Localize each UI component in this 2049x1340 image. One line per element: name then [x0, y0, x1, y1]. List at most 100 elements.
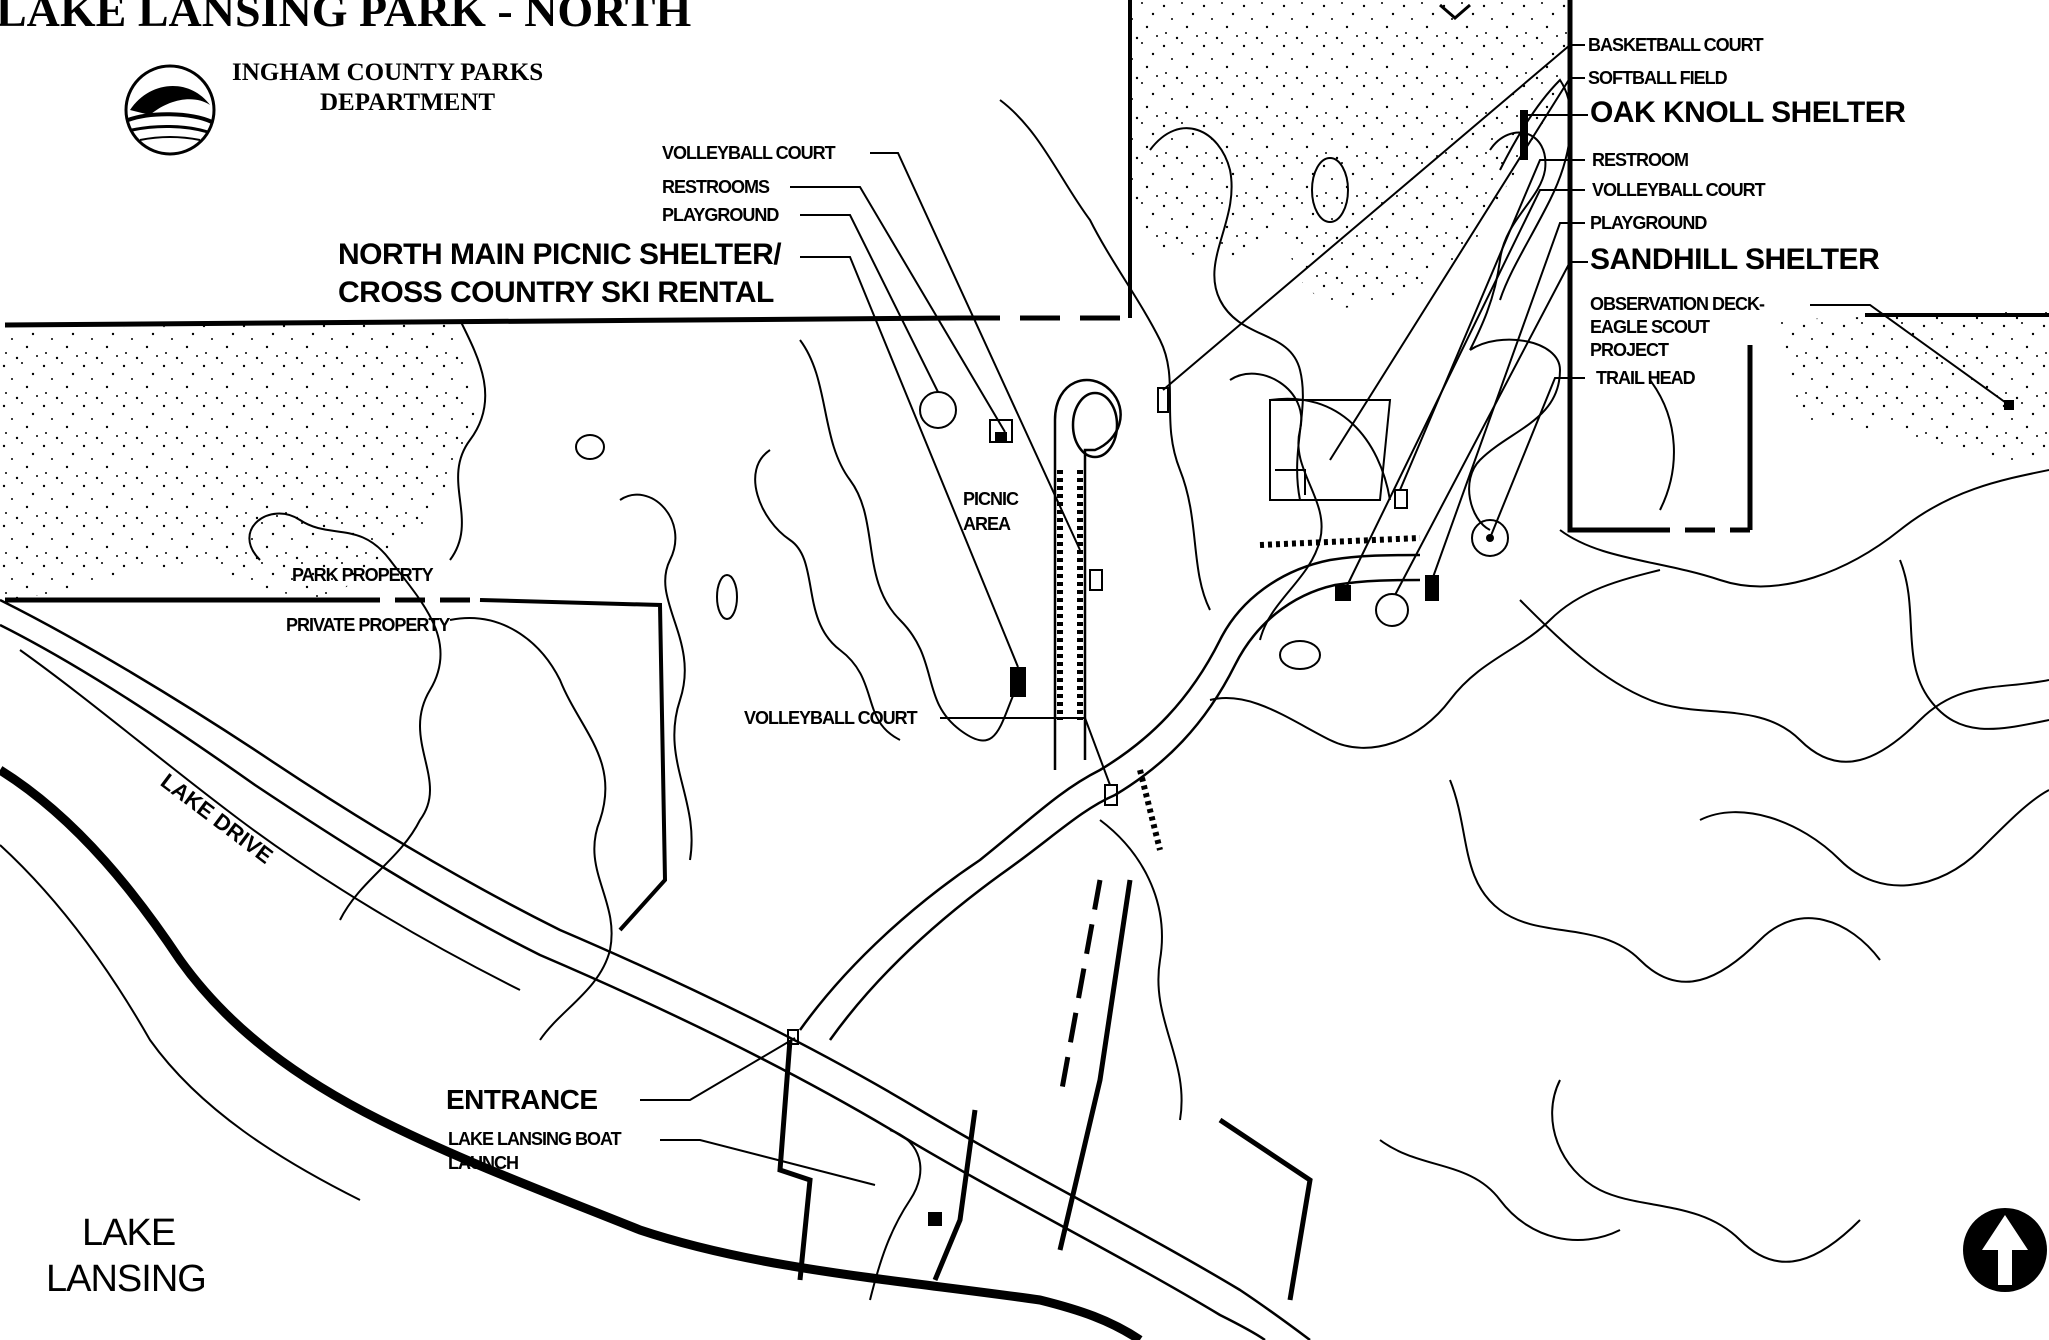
trail-path	[1469, 131, 1547, 351]
label-north-main-shelter: NORTH MAIN PICNIC SHELTER/	[338, 238, 782, 271]
contour-12	[1559, 469, 2049, 588]
leader-entrance	[640, 1037, 796, 1101]
park-road-main	[798, 553, 1421, 1031]
label-entrance: ENTRANCE	[446, 1084, 598, 1115]
north-main-shelter-icon	[919, 391, 957, 429]
property-boundary-top	[4, 315, 961, 328]
department-line-2: DEPARTMENT	[320, 89, 496, 116]
leader-sandhill	[1394, 261, 1588, 596]
leader-volleyball-top	[870, 152, 1081, 551]
label-lake-2: LANSING	[46, 1258, 207, 1300]
pond-2	[1311, 157, 1349, 223]
park-road-loop	[1053, 378, 1122, 770]
label-playground-left: PLAYGROUND	[662, 205, 779, 225]
contour-1	[449, 319, 487, 561]
label-picnic-area-1: PICNIC	[963, 489, 1019, 509]
label-restroom-right: RESTROOM	[1592, 150, 1689, 170]
softball-field	[1269, 399, 1392, 501]
contour-20	[1649, 379, 1675, 511]
playground-right-icon	[1425, 575, 1439, 601]
south-boundary-2	[1218, 1117, 1313, 1301]
contour-7	[999, 99, 1211, 611]
label-picnic-area-2: AREA	[963, 514, 1011, 534]
softball-field-arc	[1269, 397, 1391, 501]
label-trail-head: TRAIL HEAD	[1596, 368, 1696, 388]
boat-launch-boundary-2	[932, 1109, 978, 1281]
stipple-area-right	[1780, 310, 2049, 470]
ingham-county-parks-seal-icon	[124, 64, 216, 156]
restroom-right-icon	[1394, 489, 1408, 509]
stipple-area-top	[1130, 0, 1570, 310]
contour-10	[1209, 569, 1661, 749]
map-title: LAKE LANSING PARK - NORTH	[0, 0, 692, 36]
oak-knoll-shelter-icon	[1520, 110, 1528, 160]
contour-19	[1379, 1139, 1621, 1241]
boat-launch-ramp	[869, 1129, 922, 1301]
label-sandhill-shelter: SANDHILL SHELTER	[1590, 243, 1880, 276]
contour-15	[1551, 1079, 1861, 1263]
contour-2	[248, 512, 442, 921]
label-observation-deck: OBSERVATION DECK-	[1590, 294, 1765, 314]
leader-volleyball-right	[1344, 189, 1585, 591]
leader-observation	[1810, 304, 2010, 406]
label-playground-right: PLAYGROUND	[1590, 213, 1707, 233]
playground-left-icon	[1010, 667, 1026, 697]
south-boundary-dash	[1057, 879, 1103, 1101]
north-arrow-icon	[1963, 1208, 2047, 1292]
park-private-boundary-2	[479, 598, 668, 932]
label-cross-country-ski: CROSS COUNTRY SKI RENTAL	[338, 276, 774, 309]
lake-drive-road-outer	[0, 598, 1311, 1340]
contour-3	[449, 617, 613, 1041]
south-boundary	[1057, 879, 1133, 1251]
contour-16	[1699, 789, 2049, 887]
pond-3	[716, 574, 738, 620]
sandhill-shelter-icon	[1375, 593, 1409, 627]
basketball-court-icon	[1157, 387, 1169, 413]
contour-18	[1099, 819, 1183, 1121]
parking-south	[1137, 769, 1163, 851]
label-park-property: PARK PROPERTY	[292, 565, 434, 585]
contour-17	[1899, 559, 2049, 730]
lake-drive-road-2	[19, 649, 521, 991]
boat-launch-icon	[928, 1212, 942, 1226]
label-volleyball-court-mid: VOLLEYBALL COURT	[744, 708, 918, 728]
label-boat-launch-1: LAKE LANSING BOAT	[448, 1129, 622, 1149]
leader-playground-right	[1431, 222, 1585, 581]
trail-head-icon	[1471, 519, 1509, 557]
boat-launch-boundary	[777, 1039, 813, 1281]
lake-shoreline-thin	[0, 844, 361, 1201]
leader-restrooms	[790, 186, 1006, 433]
east-boundary-left	[1567, 0, 1640, 533]
contour-11	[1499, 78, 1572, 301]
label-boat-launch-2: LAUNCH	[448, 1153, 519, 1173]
stipple-area-left	[0, 320, 480, 600]
entrance-marker	[787, 1029, 799, 1045]
leader-boat-launch	[660, 1139, 876, 1186]
contour-9	[1229, 372, 1323, 641]
picnic-table-1	[1089, 569, 1103, 591]
leader-north-main	[800, 256, 1019, 668]
lake-drive-road-inner	[0, 623, 1266, 1340]
leader-basketball	[1162, 44, 1585, 391]
chevron-down-icon	[1439, 3, 1471, 20]
contour-6	[754, 449, 901, 741]
contour-13	[1519, 599, 2049, 763]
contour-5	[799, 339, 1021, 742]
label-oak-knoll-shelter: OAK KNOLL SHELTER	[1590, 96, 1906, 129]
label-basketball-court: BASKETBALL COURT	[1588, 35, 1764, 55]
trail-loop	[1468, 338, 1562, 531]
label-softball-field: SOFTBALL FIELD	[1588, 68, 1728, 88]
label-project: PROJECT	[1590, 340, 1669, 360]
department-line-1: INGHAM COUNTY PARKS	[232, 59, 544, 86]
volleyball-court-mid-icon	[1104, 784, 1118, 806]
pond-1	[575, 434, 605, 460]
label-private-property: PRIVATE PROPERTY	[286, 615, 450, 635]
leader-trail-head	[1489, 377, 1585, 539]
label-restrooms: RESTROOMS	[662, 177, 770, 197]
label-volleyball-court-right: VOLLEYBALL COURT	[1592, 180, 1766, 200]
contour-4	[619, 493, 693, 861]
contour-8	[1149, 127, 1304, 501]
label-eagle-scout: EAGLE SCOUT	[1590, 317, 1710, 337]
label-lake-1: LAKE	[82, 1212, 176, 1254]
